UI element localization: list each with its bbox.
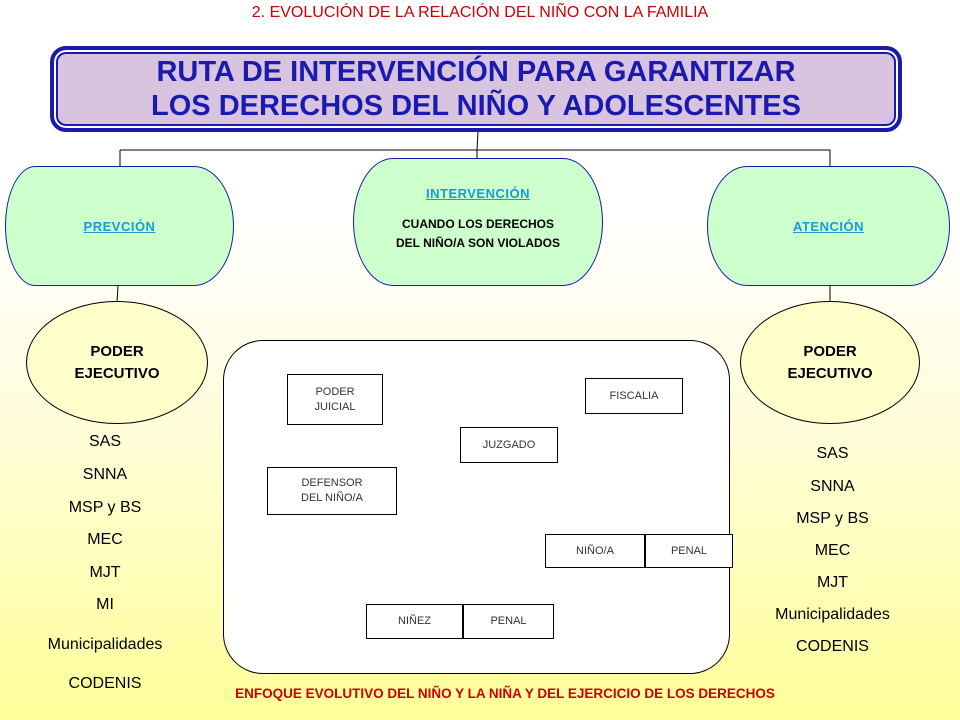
attention-link[interactable]: ATENCIÓN (793, 218, 864, 234)
left-item-municipalidades: Municipalidades (47, 636, 163, 653)
main-title-box: RUTA DE INTERVENCIÓN PARA GARANTIZAR LOS… (50, 46, 902, 132)
right-item-mjt: MJT (816, 574, 849, 591)
executive-left-line2: EJECUTIVO (74, 364, 160, 382)
left-item-mec: MEC (87, 531, 123, 548)
judicial-power-line1: PODER (315, 385, 355, 398)
main-title-line1: RUTA DE INTERVENCIÓN PARA GARANTIZAR (156, 56, 796, 88)
left-institutions-list: SAS SNNA MSP y BS MEC MJT MI Municipalid… (0, 0, 210, 720)
footer-text: ENFOQUE EVOLUTIVO DEL NIÑO Y LA NIÑA Y D… (235, 686, 775, 701)
right-item-sas: SAS (816, 445, 849, 462)
right-institutions-list: SAS SNNA MSP y BS MEC MJT Municipalidade… (730, 0, 935, 720)
executive-right-line2: EJECUTIVO (787, 364, 873, 382)
page-subtitle: 2. EVOLUCIÓN DE LA RELACIÓN DEL NIÑO CON… (251, 4, 709, 21)
court-box: JUZGADO (460, 427, 558, 463)
right-item-snna: SNNA (810, 478, 855, 495)
defender-line1: DEFENSOR (301, 477, 363, 489)
left-item-codenis: CODENIS (68, 675, 142, 692)
left-item-snna: SNNA (82, 466, 128, 483)
child-box: NIÑO/A (545, 534, 645, 568)
right-item-mspbs: MSP y BS (796, 510, 869, 527)
intervention-branch: INTERVENCIÓN CUANDO LOS DERECHOS DEL NIÑ… (353, 158, 603, 286)
left-item-mspbs: MSP y BS (68, 499, 142, 516)
right-item-municipalidades: Municipalidades (775, 606, 890, 623)
defender-box: DEFENSOR DEL NIÑO/A (267, 467, 397, 515)
executive-power-left: PODER EJECUTIVO (26, 301, 208, 424)
left-item-mjt: MJT (89, 564, 121, 581)
childhood-box: NIÑEZ (366, 604, 463, 639)
defender-line2: DEL NIÑO/A (301, 492, 363, 504)
executive-power-right: PODER EJECUTIVO (740, 301, 920, 424)
intervention-desc-line2: DEL NIÑO/A SON VIOLADOS (395, 235, 560, 250)
right-item-codenis: CODENIS (796, 638, 869, 655)
right-item-mec: MEC (814, 542, 851, 559)
prevention-link[interactable]: PREVCIÓN (83, 218, 156, 234)
left-item-sas: SAS (88, 433, 121, 450)
left-item-mi: MI (96, 596, 114, 613)
prosecutor-box: FISCALIA (585, 378, 683, 414)
intervention-description: CUANDO LOS DERECHOS DEL NIÑO/A SON VIOLA… (396, 215, 560, 253)
judicial-power-line2: JUICIAL (314, 400, 356, 413)
prosecutor-penal-box: PENAL (645, 534, 733, 568)
main-title-line2: LOS DERECHOS DEL NIÑO Y ADOLESCENTES (151, 90, 801, 122)
executive-right-line1: PODER (803, 342, 857, 360)
judicial-power-box: PODER JUICIAL (287, 374, 383, 425)
attention-branch: ATENCIÓN (707, 166, 950, 286)
executive-left-line1: PODER (90, 342, 144, 360)
court-penal-box: PENAL (463, 604, 554, 639)
intervention-desc-line1: CUANDO LOS DERECHOS (401, 216, 554, 231)
prevention-branch: PREVCIÓN (5, 166, 234, 286)
intervention-link[interactable]: INTERVENCIÓN (426, 185, 530, 201)
